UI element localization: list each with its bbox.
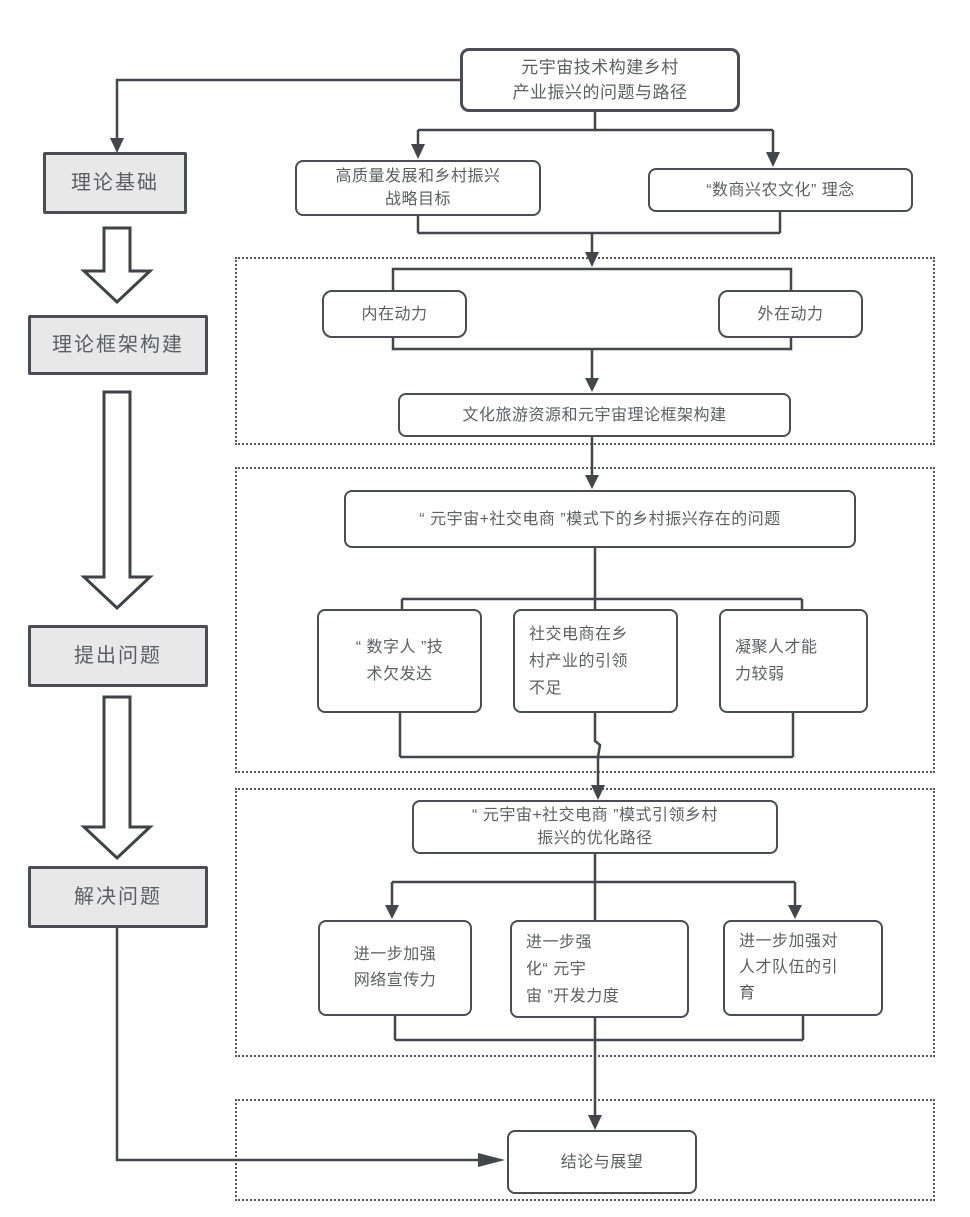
node-solutions-header: “ 元宇宙+社交电商 ”模式引领乡村 振兴的优化路径 — [412, 800, 778, 854]
node-quality-goal: 高质量发展和乡村振兴 战略目标 — [295, 160, 541, 216]
arrowhead-framework-container — [585, 252, 599, 267]
arrowhead-conclusion-top — [588, 1115, 602, 1130]
hollow-arrow-3-icon — [80, 695, 154, 861]
container-problems — [235, 467, 935, 773]
node-stage-theory-basis: 理论基础 — [43, 152, 187, 214]
hollow-arrow-2-icon — [80, 390, 154, 611]
arrowhead-concept — [766, 152, 780, 167]
node-external-drive: 外在动力 — [718, 290, 863, 338]
line-root-split — [416, 112, 775, 152]
node-stage-solve-problems: 解决问题 — [28, 866, 208, 928]
line-problems-branch — [400, 548, 804, 609]
arrowhead-problems-header — [585, 475, 599, 489]
container-conclusion — [235, 1099, 935, 1201]
arrowhead-theory-basis — [110, 138, 124, 153]
node-internal-drive: 内在动力 — [322, 290, 467, 338]
arrowhead-goal — [411, 144, 425, 159]
line-solutions-merge — [393, 1016, 805, 1115]
node-solution-3: 进一步加强对 人才队伍的引 育 — [723, 920, 883, 1016]
line-root-to-theory-basis — [115, 78, 460, 138]
node-root: 元宇宙技术构建乡村 产业振兴的问题与路径 — [460, 48, 740, 112]
node-solution-2: 进一步强 化“ 元宇 宙 ”开发力度 — [510, 920, 689, 1018]
node-stage-raise-problems: 提出问题 — [28, 625, 208, 687]
line-rail-to-conclusion — [115, 928, 478, 1162]
node-problem-2: 社交电商在乡 村产业的引领 不足 — [513, 609, 678, 713]
container-framework — [235, 257, 935, 445]
hollow-arrows — [80, 226, 154, 861]
line-solutions-branch — [390, 854, 797, 920]
node-problems-header: “ 元宇宙+社交电商 ”模式下的乡村振兴存在的问题 — [344, 490, 856, 548]
arrowhead-construction — [585, 378, 599, 392]
container-solutions — [235, 788, 935, 1057]
node-framework-construction: 文化旅游资源和元宇宙理论框架构建 — [398, 393, 791, 437]
node-conclusion: 结论与展望 — [507, 1130, 697, 1194]
arrowhead-solution-3 — [788, 905, 802, 919]
hollow-arrow-1-icon — [80, 226, 154, 305]
node-problem-3: 凝聚人才能 力较弱 — [719, 609, 868, 713]
arrowheads — [110, 138, 802, 1167]
node-solution-1: 进一步加强 网络宣传力 — [318, 920, 472, 1016]
node-digital-commerce-concept: “数商兴农文化” 理念 — [648, 168, 913, 212]
arrowhead-solutions-header — [591, 785, 605, 800]
line-problems-merge — [398, 713, 795, 785]
arrowhead-conclusion-left — [478, 1153, 505, 1167]
node-problem-1: “ 数字人 ”技 术欠发达 — [317, 609, 482, 713]
arrowhead-solution-1 — [385, 905, 399, 919]
line-theory-merge — [416, 212, 782, 252]
node-stage-framework-build: 理论框架构建 — [28, 315, 208, 375]
